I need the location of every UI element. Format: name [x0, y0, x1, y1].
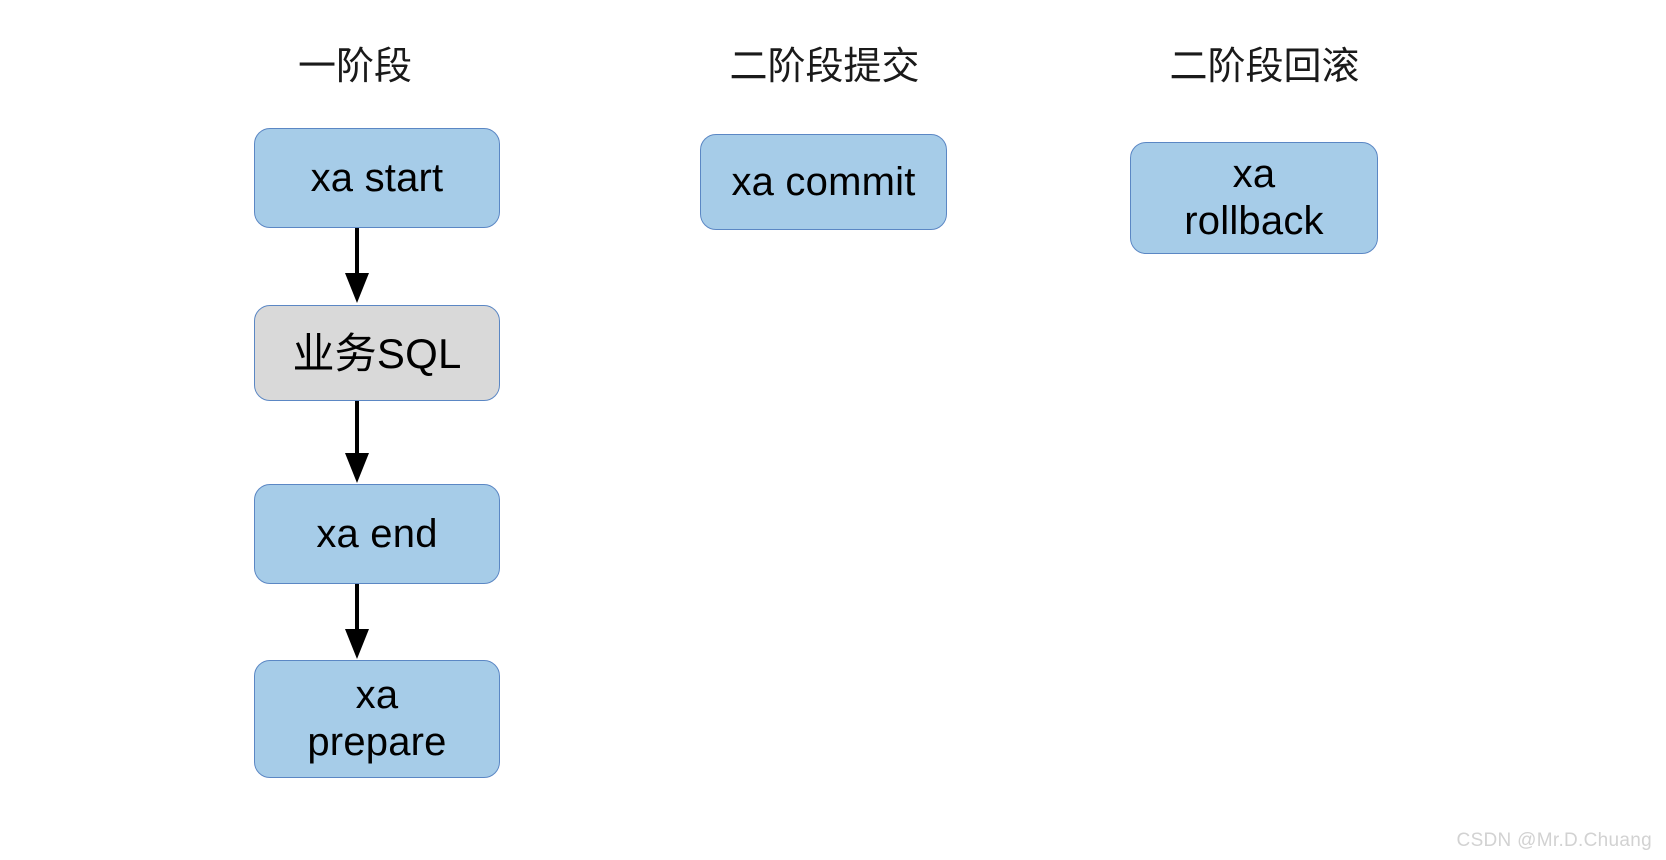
node-xa-end[interactable]: xa end [254, 484, 500, 584]
node-xa-rollback[interactable]: xa rollback [1130, 142, 1378, 254]
column-header-phase-two-rollback: 二阶段回滚 [1169, 46, 1360, 88]
node-xa-commit[interactable]: xa commit [700, 134, 947, 230]
column-header-phase-one: 一阶段 [297, 46, 412, 88]
column-header-phase-two-commit: 二阶段提交 [729, 46, 920, 88]
arrow-end-to-prepare [345, 584, 369, 659]
arrow-start-to-sql [345, 228, 369, 303]
arrow-sql-to-end [345, 401, 369, 483]
node-xa-start[interactable]: xa start [254, 128, 500, 228]
node-business-sql[interactable]: 业务SQL [254, 305, 500, 401]
node-xa-prepare[interactable]: xa prepare [254, 660, 500, 778]
watermark-text: CSDN @Mr.D.Chuang [1456, 830, 1652, 851]
